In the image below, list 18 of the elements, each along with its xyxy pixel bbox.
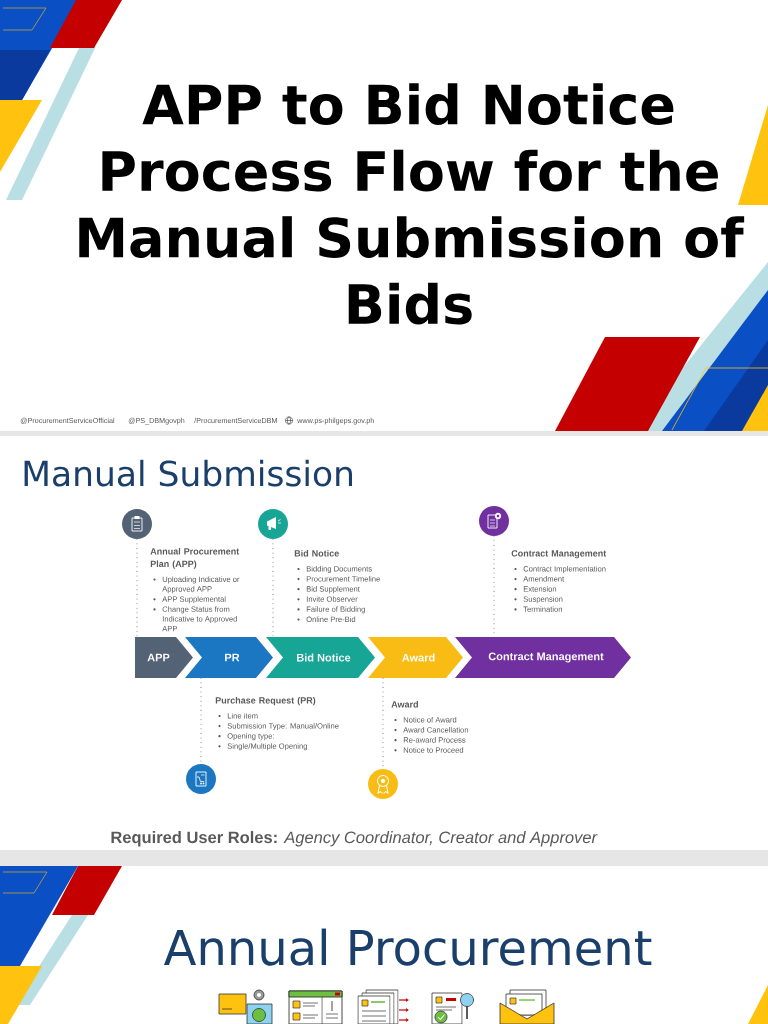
step-heading: Bid Notice [294,549,339,557]
document-gear-icon [479,506,509,536]
step-heading: Purchase Request (PR) [215,696,316,706]
step-heading: Contract Management [511,550,607,559]
slide-heading: Manual Submission [24,459,352,487]
chevron-step: Bid Notice [266,637,375,678]
user-roles-note: Required User Roles: Agency Coordinator, Creator and Approver [111,831,598,847]
slide-heading: Annual Procurement [163,928,652,966]
chevron-step: Award [368,637,463,678]
slide-title: APP to Bid Notice Process Flow for the Manual Submission of Bids [79,83,745,325]
step-heading: Award [391,700,418,708]
megaphone-icon [258,509,288,539]
chevron-step: PR [185,637,273,678]
step-heading: Annual Procurement Plan (APP) [150,547,240,569]
chevron-step: APP [135,637,193,678]
receipt-icon [186,764,216,794]
ribbon-icon [368,769,398,799]
clipboard-icon [122,509,152,539]
